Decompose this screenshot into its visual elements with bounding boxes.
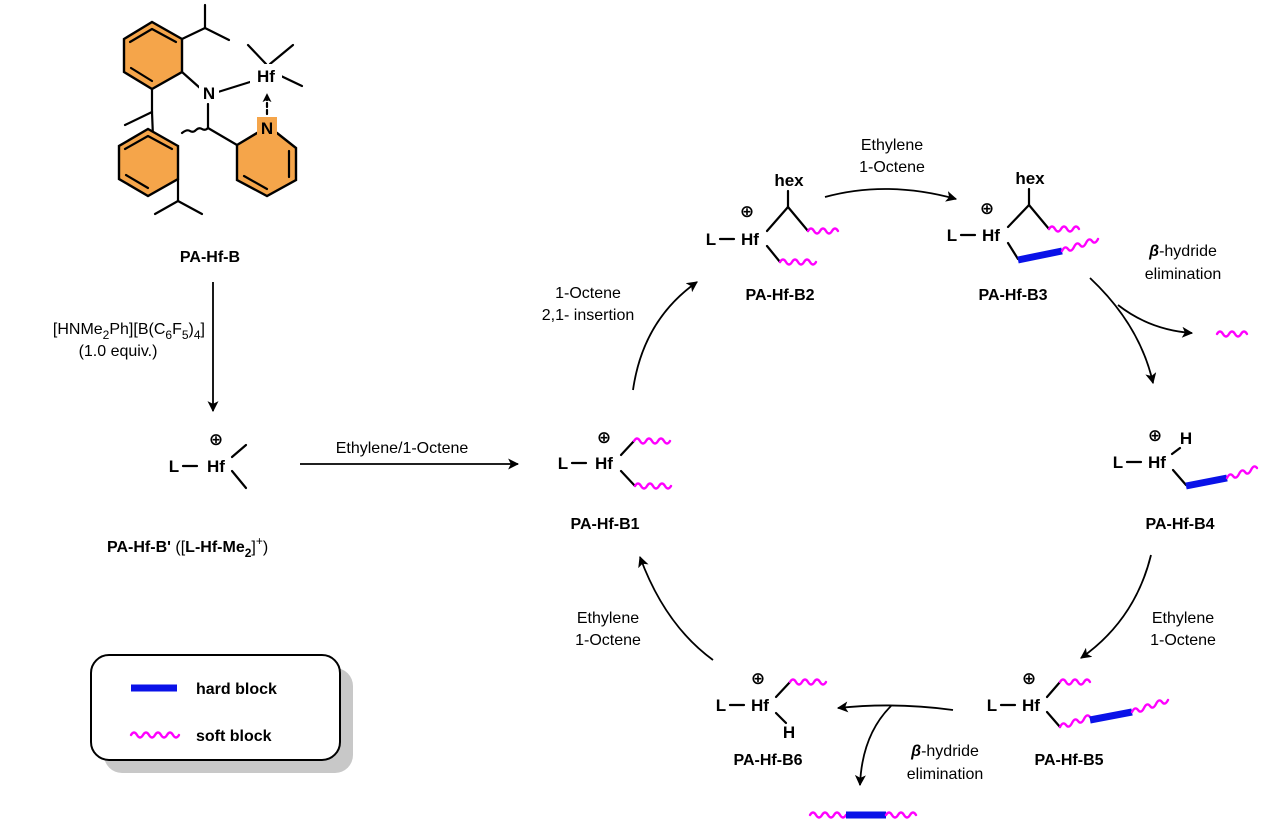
pa-hf-b5-structure: ⊕ L Hf — [987, 669, 1170, 729]
pa-hf-b-prime-structure: ⊕ L Hf — [169, 430, 248, 490]
soft-block-chain — [788, 678, 828, 686]
hafnium-atom: Hf — [1022, 696, 1040, 715]
beta-elimination-branch-arrow — [1117, 304, 1194, 338]
hafnium-atom: Hf — [207, 457, 225, 476]
released-soft-block — [1215, 330, 1249, 338]
hard-block-chain — [1017, 247, 1063, 264]
upper-aryl-ring — [122, 20, 184, 91]
beta-top-line1: β-hydride — [1148, 243, 1217, 260]
hydride-atom: H — [1180, 429, 1192, 448]
cycle-arrow-b1-b2 — [632, 281, 698, 391]
pa-hf-b3-structure: hex ⊕ L Hf — [947, 169, 1100, 264]
hafnium-atom: Hf — [741, 230, 759, 249]
ligand-l-atom: L — [987, 696, 997, 715]
pa-hf-b4-label: PA-Hf-B4 — [1145, 516, 1214, 533]
ligand-l-atom: L — [716, 696, 726, 715]
charge-plus-symbol: ⊕ — [740, 202, 754, 221]
insertion-type: 2,1- insertion — [542, 307, 635, 324]
pa-hf-b6-label: PA-Hf-B6 — [733, 752, 802, 769]
hex-substituent: hex — [1015, 169, 1045, 188]
cycle-arrow-b4-b5 — [1080, 554, 1152, 659]
legend-box — [90, 654, 341, 761]
beta-top-line2: elimination — [1145, 266, 1221, 283]
right-reagent-line1: Ethylene — [1152, 610, 1214, 627]
lower-aryl-ring — [117, 127, 180, 198]
charge-plus-symbol: ⊕ — [1148, 426, 1162, 445]
soft-block-chain — [632, 437, 672, 445]
beta-elimination-branch-arrow — [854, 705, 892, 787]
soft-block-chain — [1047, 225, 1081, 233]
amine-n-atom: N — [203, 84, 215, 103]
hafnium-atom: Hf — [1148, 453, 1166, 472]
left-reagent-line2: 1-Octene — [575, 632, 641, 649]
ligand-l-atom: L — [947, 226, 957, 245]
soft-block-chain — [1060, 237, 1100, 253]
cycle-arrow-b5-b6 — [836, 701, 954, 713]
pa-hf-b1-label: PA-Hf-B1 — [570, 516, 639, 533]
ligand-l-atom: L — [558, 454, 568, 473]
soft-block-chain — [1225, 465, 1259, 480]
soft-block-chain — [1058, 678, 1092, 686]
left-reagent-line1: Ethylene — [577, 610, 639, 627]
hafnium-atom: Hf — [751, 696, 769, 715]
cycle-arrow-b3-b4 — [1089, 277, 1157, 385]
activator-equiv: (1.0 equiv.) — [79, 343, 158, 360]
pa-hf-b-label: PA-Hf-B — [180, 249, 240, 266]
soft-block-chain — [778, 258, 818, 266]
hafnium-atom: Hf — [982, 226, 1000, 245]
charge-plus-symbol: ⊕ — [751, 669, 765, 688]
hafnium-atom: Hf — [257, 67, 275, 86]
cycle-arrow-b6-b1 — [638, 555, 714, 661]
pa-hf-b2-structure: hex ⊕ L Hf — [706, 171, 840, 266]
hard-block-chain — [1185, 474, 1228, 490]
pa-hf-b-structure: N Hf N — [117, 3, 304, 216]
ligand-l-atom: L — [706, 230, 716, 249]
hydride-atom: H — [783, 723, 795, 742]
charge-plus-symbol: ⊕ — [209, 430, 223, 449]
right-reagent-line2: 1-Octene — [1150, 632, 1216, 649]
charge-plus-symbol: ⊕ — [980, 199, 994, 218]
legend-hard-label: hard block — [196, 681, 277, 698]
pa-hf-b1-structure: ⊕ L Hf — [558, 428, 673, 490]
pa-hf-b3-label: PA-Hf-B3 — [978, 287, 1047, 304]
beta-bottom-line2: elimination — [907, 766, 983, 783]
pa-hf-b-prime-label: PA-Hf-B' ([L-Hf-Me2]+) — [107, 534, 268, 560]
charge-plus-symbol: ⊕ — [597, 428, 611, 447]
pa-hf-b6-structure: ⊕ L Hf H — [716, 669, 828, 742]
soft-block-chain — [1058, 714, 1092, 729]
released-block-copolymer — [808, 811, 918, 819]
top-reagent-line2: 1-Octene — [859, 159, 925, 176]
legend: hard block soft block — [90, 654, 353, 773]
pyridine-n-atom: N — [261, 119, 273, 138]
legend-soft-swatch — [129, 731, 181, 739]
top-reagent-line1: Ethylene — [861, 137, 923, 154]
beta-bottom-line1: β-hydride — [910, 743, 979, 760]
hafnium-atom: Hf — [595, 454, 613, 473]
soft-block-chain — [633, 482, 673, 490]
pa-hf-b5-label: PA-Hf-B5 — [1034, 752, 1103, 769]
cycle-arrow-b2-b3 — [824, 188, 958, 202]
ligand-l-atom: L — [1113, 453, 1123, 472]
pa-hf-b2-label: PA-Hf-B2 — [745, 287, 814, 304]
ligand-l-atom: L — [169, 457, 179, 476]
ethylene-octene-label: Ethylene/1-Octene — [336, 440, 469, 457]
soft-block-chain — [1130, 698, 1170, 714]
insertion-reagent: 1-Octene — [555, 285, 621, 302]
activator-reagent: [HNMe2Ph][B(C6F5)4] — [53, 321, 205, 342]
hex-substituent: hex — [774, 171, 804, 190]
hard-block-chain — [1089, 708, 1133, 724]
charge-plus-symbol: ⊕ — [1022, 669, 1036, 688]
legend-soft-label: soft block — [196, 728, 272, 745]
pa-hf-b4-structure: ⊕ H L Hf — [1113, 426, 1259, 490]
soft-block-chain — [806, 227, 840, 235]
pyridine-ring — [235, 131, 298, 198]
